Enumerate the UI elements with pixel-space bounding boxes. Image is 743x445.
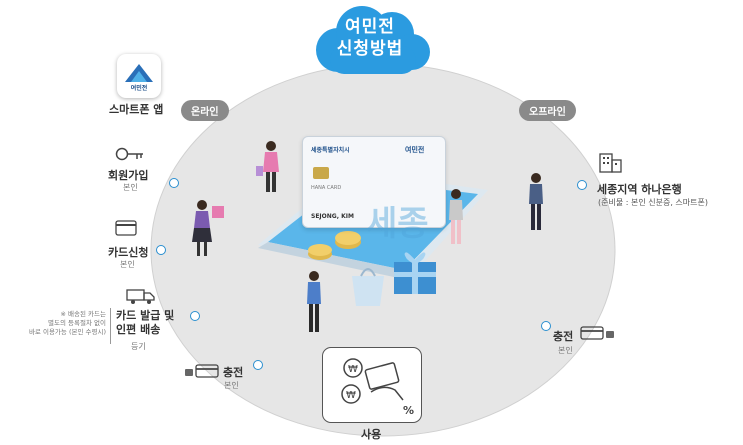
step-dot-delivery [190, 311, 200, 321]
watermark: 세종 [366, 204, 429, 244]
step-dot-charge-offline [541, 321, 551, 331]
signup-label: 회원가입 [108, 169, 149, 182]
charge-online-label: 충전 [223, 366, 244, 379]
step-dot-bank [577, 180, 587, 190]
charge-offline-card-icon [580, 326, 614, 340]
title: 여민전 신청방법 [314, 16, 426, 60]
use-box: ₩ ₩ % [322, 347, 422, 423]
charge-offline-sub: 본인 [558, 346, 573, 355]
delivery-label-2: 인편 배송 [116, 323, 161, 336]
card-hana: HANA CARD [311, 185, 342, 191]
app-label: 스마트폰 앱 [109, 103, 164, 116]
card-apply-sub: 본인 [120, 260, 135, 269]
person-standing-icon [449, 189, 463, 244]
delivery-note-3: 바로 이용가능 (본인 수령시) [28, 328, 106, 336]
charge-online-sub: 본인 [224, 381, 239, 390]
card-brand: 여민전 [405, 146, 425, 154]
app-logo-text: 여민전 [130, 85, 148, 92]
svg-text:₩: ₩ [346, 390, 356, 401]
truck-icon [126, 289, 155, 304]
yeominjeon-card: 세종특별자치시 여민전 HANA CARD SEJONG, KIM [302, 136, 446, 228]
mountain-logo-icon [125, 64, 153, 82]
charge-card-icon [185, 364, 219, 378]
delivery-note-2: 별도의 등록절차 없이 [48, 319, 106, 327]
delivery-note-1: ※ 배송된 카드는 [60, 310, 106, 318]
card-issuer: 세종특별자치시 [311, 147, 350, 154]
online-pill: 온라인 [181, 100, 229, 121]
app-icon[interactable]: 여민전 [117, 54, 161, 98]
svg-text:₩: ₩ [348, 364, 358, 375]
svg-text:%: % [403, 404, 414, 417]
delivery-divider [110, 308, 111, 344]
signup-sub: 본인 [123, 183, 138, 192]
step-dot-signup [169, 178, 179, 188]
card-apply-label: 카드신청 [108, 246, 149, 259]
bank-sub: (준비물 : 본인 신분증, 스마트폰) [598, 198, 708, 207]
coins-icon [308, 231, 361, 260]
card-icon [115, 220, 137, 236]
charge-offline-label: 충전 [553, 330, 574, 343]
bank-building-icon [599, 153, 622, 173]
person-shopper-icon [256, 141, 279, 192]
delivery-sub: 등기 [131, 342, 146, 351]
shopping-bag-icon [352, 268, 384, 306]
key-icon [115, 147, 143, 161]
person-gift-icon [192, 200, 224, 256]
cloud-shape [316, 6, 430, 74]
step-dot-charge-online [253, 360, 263, 370]
offline-pill: 오프라인 [519, 100, 576, 121]
person-bank-icon [529, 173, 543, 230]
title-line1: 여민전 [345, 17, 395, 37]
bank-label: 세종지역 하나은행 [597, 183, 682, 196]
person-phone-icon [307, 271, 321, 332]
step-dot-card-apply [156, 245, 166, 255]
delivery-note: ※ 배송된 카드는 별도의 등록절차 없이 바로 이용가능 (본인 수령시) [14, 310, 106, 337]
delivery-label: 카드 발급 및 인편 배송 [116, 309, 174, 337]
card-name: SEJONG, KIM [311, 213, 354, 220]
payment-icon: ₩ ₩ % [341, 358, 414, 417]
card-chip [313, 167, 329, 179]
title-line2: 신청방법 [336, 39, 404, 59]
delivery-label-1: 카드 발급 및 [116, 309, 175, 322]
gift-box-icon [394, 252, 436, 294]
use-label: 사용 [361, 428, 382, 441]
